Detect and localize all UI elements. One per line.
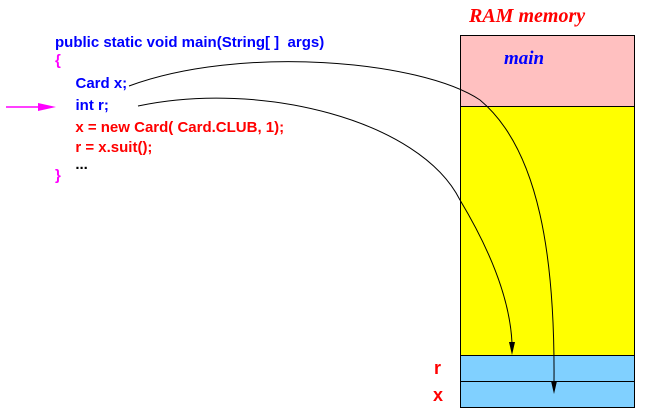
code-line-declare-r: int r; [63,97,109,114]
x-to-cell-arrow [128,61,557,394]
ram-memory-title: RAM memory [469,5,586,27]
code-line-assign-x: x = new Card( Card.CLUB, 1); [67,119,285,136]
execution-pointer-head [38,103,56,111]
variable-x-label: x [433,385,444,405]
code-line-ellipsis: ... [67,156,88,173]
code-line-declare-x: Card x; [63,75,128,92]
x-to-cell-curve [128,61,555,383]
execution-pointer-arrow [6,103,56,111]
code-line-open-brace: { [55,52,61,69]
code-line-signature: public static void main(String[ ] args) [55,34,325,51]
r-to-cell-arrowhead [509,342,515,355]
main-frame-block [460,35,635,107]
r-to-cell-curve [137,97,513,344]
code-line-assign-r: r = x.suit(); [67,139,153,156]
variable-x-cell [460,381,635,408]
r-to-cell-arrow [137,97,515,355]
variable-r-cell [460,355,635,382]
free-memory-block [460,106,635,356]
code-line-close-brace: } [55,167,61,184]
x-to-cell-arrowhead [551,381,557,394]
main-frame-label: main [504,48,545,69]
variable-r-label: r [434,358,442,378]
